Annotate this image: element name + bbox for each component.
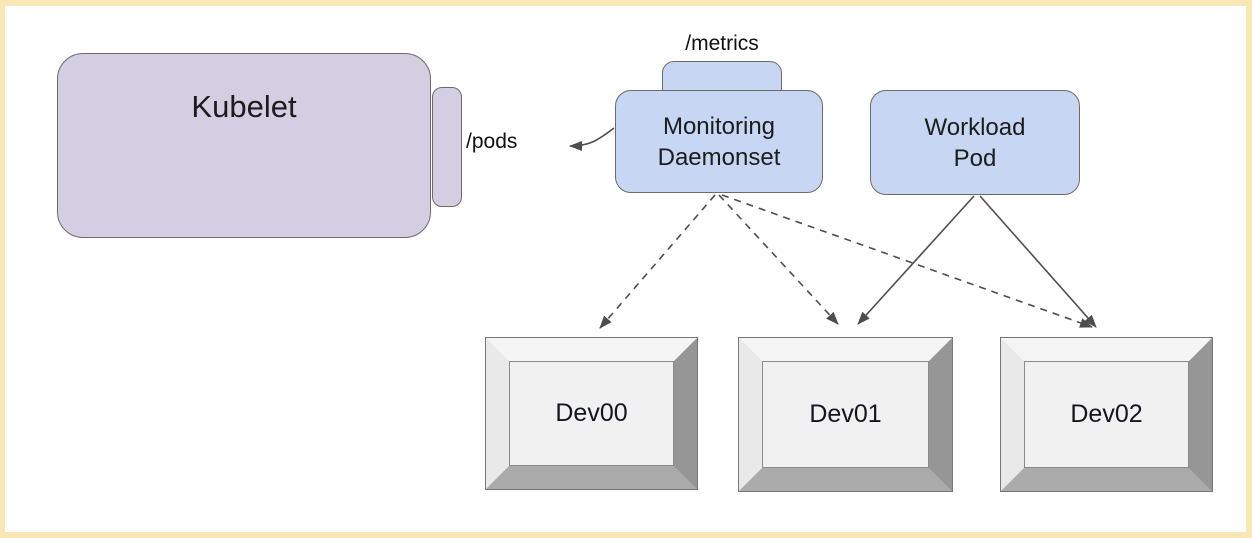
device-face: Dev02 — [1024, 361, 1189, 468]
monitoring-daemonset-node: Monitoring Daemonset — [615, 90, 823, 193]
device-node-dev02: Dev02 — [1000, 337, 1213, 492]
monitoring-daemonset-label: Monitoring Daemonset — [657, 112, 781, 171]
device-face: Dev01 — [762, 361, 929, 468]
metrics-endpoint-label: /metrics — [685, 32, 759, 55]
device-node-dev01: Dev01 — [738, 337, 953, 492]
workload-pod-label: Workload Pod — [924, 113, 1026, 172]
kubelet-port-tab — [432, 87, 462, 207]
device-label-dev02: Dev02 — [1070, 400, 1143, 428]
kubelet-node: Kubelet — [57, 53, 431, 238]
kubelet-label: Kubelet — [191, 89, 297, 124]
device-label-dev00: Dev00 — [555, 399, 628, 427]
device-face: Dev00 — [509, 361, 674, 466]
device-label-dev01: Dev01 — [809, 400, 882, 428]
device-node-dev00: Dev00 — [485, 337, 698, 490]
pods-endpoint-label: /pods — [466, 130, 518, 153]
workload-pod-node: Workload Pod — [870, 90, 1080, 195]
